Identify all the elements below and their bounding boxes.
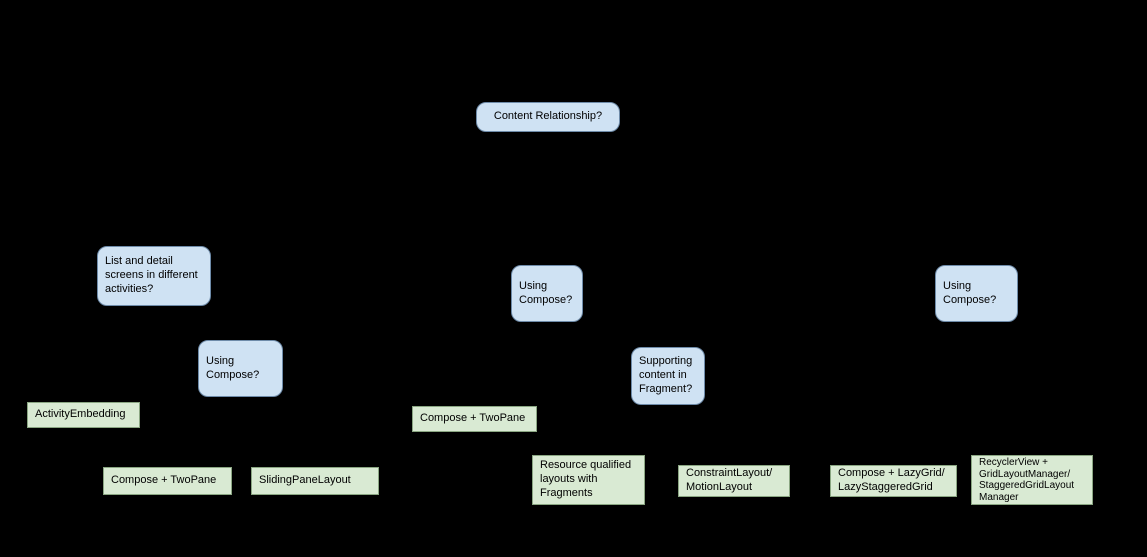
node-supporting-content-fragment: Supporting content in Fragment? <box>631 347 705 405</box>
node-label: Supporting content in Fragment? <box>639 355 693 395</box>
node-slidingpanelayout: SlidingPaneLayout <box>251 467 379 495</box>
node-label: Compose + LazyGrid/​LazyStaggeredGrid <box>838 467 945 493</box>
node-label: Compose + TwoPane <box>111 474 217 487</box>
node-label: Using Compose? <box>206 354 260 381</box>
node-using-compose-center: Using Compose? <box>511 265 583 322</box>
node-using-compose-right: Using Compose? <box>935 265 1018 322</box>
node-label: Content Relationship? <box>493 110 603 123</box>
node-label: List and detail screens in different act… <box>105 255 198 295</box>
node-label: Using Compose? <box>943 279 997 306</box>
node-label: SlidingPaneLayout <box>259 474 351 487</box>
node-label: Resource qualified layouts with Fragment… <box>540 459 632 499</box>
node-label: Using Compose? <box>519 279 573 306</box>
node-compose-twopane-center: Compose + TwoPane <box>412 406 537 432</box>
node-label: ConstraintLayout/​MotionLayout <box>686 467 773 493</box>
node-content-relationship: Content Relationship? <box>476 102 620 132</box>
node-compose-twopane-left: Compose + TwoPane <box>103 467 232 495</box>
node-resource-qualified-layouts: Resource qualified layouts with Fragment… <box>532 455 645 505</box>
node-label: ActivityEmbedding <box>35 408 126 421</box>
node-activity-embedding: ActivityEmbedding <box>27 402 140 428</box>
node-list-detail-different-activities: List and detail screens in different act… <box>97 246 211 306</box>
node-label: RecyclerView + GridLayoutManager/​Stagge… <box>979 457 1075 503</box>
node-using-compose-left: Using Compose? <box>198 340 283 397</box>
node-constraintlayout-motionlayout: ConstraintLayout/​MotionLayout <box>678 465 790 497</box>
node-recyclerview-gridlayoutmanager: RecyclerView + GridLayoutManager/​Stagge… <box>971 455 1093 505</box>
node-label: Compose + TwoPane <box>420 412 526 425</box>
node-compose-lazygrid: Compose + LazyGrid/​LazyStaggeredGrid <box>830 465 957 497</box>
